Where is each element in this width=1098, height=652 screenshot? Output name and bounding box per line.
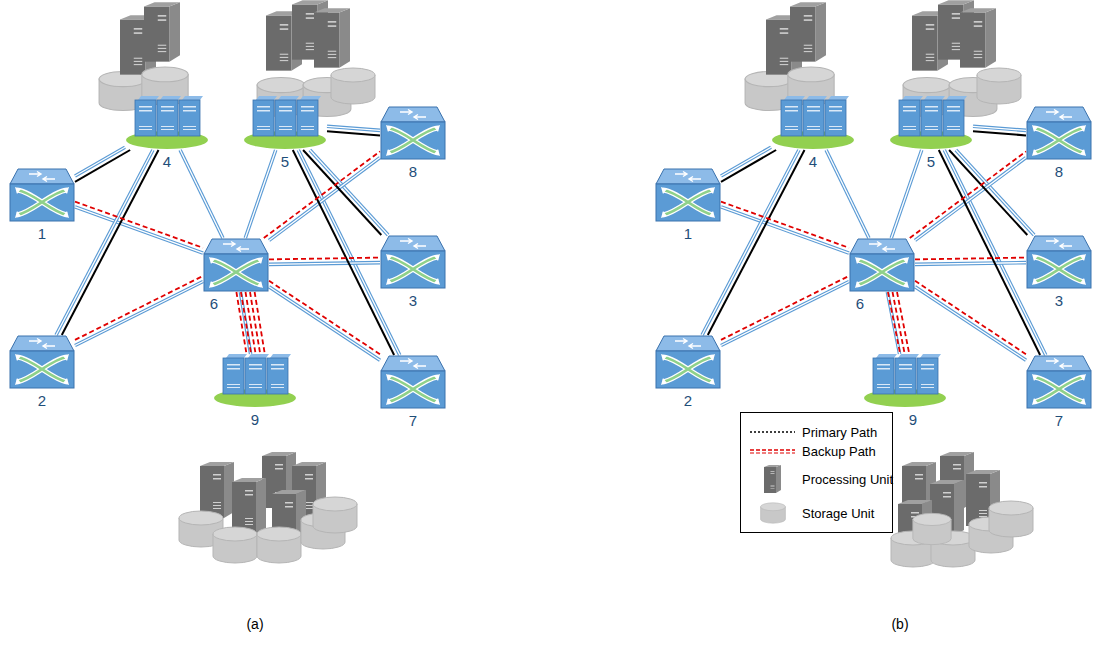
node-number: 6 xyxy=(854,296,866,312)
node-number: 9 xyxy=(907,412,919,428)
backup-path xyxy=(250,292,260,354)
backup-path xyxy=(241,292,251,354)
node-number: 3 xyxy=(1053,293,1065,309)
primary-path xyxy=(721,150,776,182)
router-node: 6 xyxy=(849,238,915,292)
network-link xyxy=(721,282,849,346)
primary-path xyxy=(75,150,130,182)
network-link xyxy=(75,282,203,346)
router-node: 3 xyxy=(380,235,446,289)
subfigure-label: (a) xyxy=(246,616,263,632)
network-link xyxy=(891,150,921,238)
datacenter-node: 5 xyxy=(243,96,327,150)
network-link xyxy=(721,147,771,176)
router-node: 1 xyxy=(655,168,721,222)
backup-path xyxy=(893,292,905,354)
datacenter-node: 4 xyxy=(771,96,855,150)
backup-path xyxy=(255,292,265,354)
primary-path xyxy=(708,150,805,335)
node-number: 5 xyxy=(925,154,937,170)
backup-path xyxy=(910,151,1026,238)
network-link xyxy=(915,158,1026,241)
router-node: 2 xyxy=(9,335,75,389)
backup-path xyxy=(264,151,380,238)
node-number: 7 xyxy=(1053,413,1065,429)
backup-path xyxy=(236,292,246,354)
router-node: 7 xyxy=(380,355,446,409)
node-number: 4 xyxy=(807,154,819,170)
router-node: 6 xyxy=(203,238,269,292)
router-node: 1 xyxy=(9,168,75,222)
legend-text: Backup Path xyxy=(802,444,876,459)
backup-path xyxy=(721,202,849,248)
backup-path xyxy=(269,258,380,260)
node-number: 9 xyxy=(249,412,261,428)
network-link xyxy=(269,263,380,265)
network-link xyxy=(245,150,275,238)
legend-text: Storage Unit xyxy=(802,506,874,521)
backup-path xyxy=(721,276,849,340)
network-link xyxy=(915,287,1026,360)
primary-path xyxy=(327,131,380,135)
router-node: 3 xyxy=(1026,235,1092,289)
backup-path xyxy=(269,281,381,355)
backup-path xyxy=(888,292,900,354)
network-link xyxy=(75,207,203,253)
node-number: 1 xyxy=(682,226,694,242)
node-number: 4 xyxy=(161,154,173,170)
router-node: 7 xyxy=(1026,355,1092,409)
node-number: 8 xyxy=(1053,164,1065,180)
backup-path xyxy=(915,281,1027,355)
network-link xyxy=(327,126,380,130)
primary-path xyxy=(293,150,394,355)
legend-text: Primary Path xyxy=(802,425,877,440)
network-link xyxy=(310,150,388,235)
network-link xyxy=(269,158,380,241)
node-number: 6 xyxy=(208,296,220,312)
network-link xyxy=(75,147,125,176)
backup-path xyxy=(75,276,203,340)
node-number: 1 xyxy=(36,226,48,242)
network-link xyxy=(240,292,250,354)
node-number: 7 xyxy=(407,413,419,429)
primary-path xyxy=(939,150,1040,355)
primary-path xyxy=(62,150,159,335)
network-link xyxy=(269,287,380,360)
legend-text: Processing Unit xyxy=(802,472,893,487)
network-link xyxy=(826,150,869,238)
backup-path xyxy=(915,258,1026,260)
node-number: 2 xyxy=(682,393,694,409)
node-number: 5 xyxy=(279,154,291,170)
primary-path xyxy=(973,131,1026,135)
datacenter-node: 4 xyxy=(125,96,209,150)
network-link xyxy=(180,150,223,238)
backup-path xyxy=(75,202,203,248)
router-node: 8 xyxy=(380,106,446,160)
network-link xyxy=(973,126,1026,130)
node-number: 2 xyxy=(36,393,48,409)
network-link xyxy=(956,150,1034,235)
node-number: 3 xyxy=(407,293,419,309)
datacenter-node: 9 xyxy=(213,354,297,408)
network-link xyxy=(721,207,849,253)
subfigure-label: (b) xyxy=(891,616,908,632)
router-node: 8 xyxy=(1026,106,1092,160)
datacenter-node: 5 xyxy=(889,96,973,150)
backup-path xyxy=(897,292,909,354)
router-node: 2 xyxy=(655,335,721,389)
network-link xyxy=(915,263,1026,265)
datacenter-node: 9 xyxy=(863,354,947,408)
backup-path xyxy=(246,292,256,354)
node-number: 8 xyxy=(407,164,419,180)
